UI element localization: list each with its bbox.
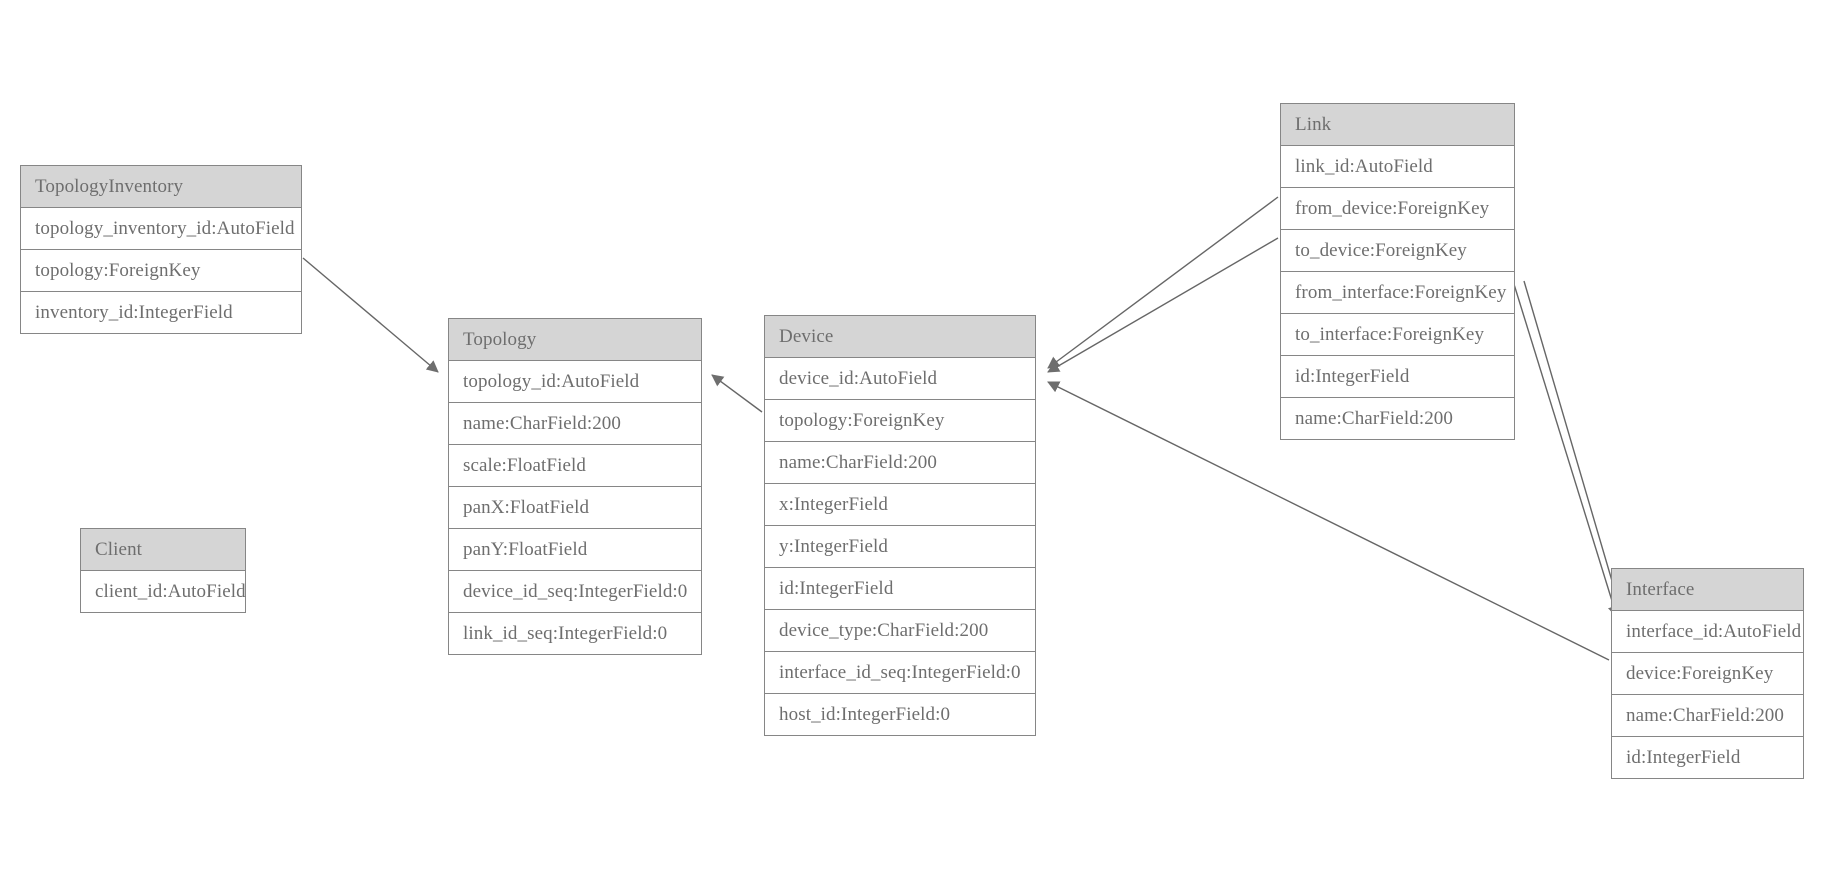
entity-attribute: device_id_seq:IntegerField:0 <box>449 571 701 613</box>
entity-attribute: device_type:CharField:200 <box>765 610 1035 652</box>
entity-attribute: interface_id:AutoField <box>1612 611 1803 653</box>
entity-attribute: device:ForeignKey <box>1612 653 1803 695</box>
edge-topologyinventory-topology <box>302 257 439 373</box>
entity-attribute: name:CharField:200 <box>765 442 1035 484</box>
entity-title-interface: Interface <box>1612 569 1803 611</box>
entity-attribute: x:IntegerField <box>765 484 1035 526</box>
entity-title-topology_inventory: TopologyInventory <box>21 166 301 208</box>
entity-attribute: topology:ForeignKey <box>21 250 301 292</box>
entity-title-link: Link <box>1281 104 1514 146</box>
entity-attribute: from_device:ForeignKey <box>1281 188 1514 230</box>
entity-attribute: scale:FloatField <box>449 445 701 487</box>
edge-device-topology <box>711 374 763 413</box>
entity-attribute: panY:FloatField <box>449 529 701 571</box>
entity-attribute: inventory_id:IntegerField <box>21 292 301 333</box>
entity-attribute: name:CharField:200 <box>1612 695 1803 737</box>
edge-link-to-interface <box>1523 280 1625 616</box>
entity-attribute: id:IntegerField <box>1612 737 1803 778</box>
entity-attribute: y:IntegerField <box>765 526 1035 568</box>
entity-attribute: id:IntegerField <box>1281 356 1514 398</box>
entity-title-client: Client <box>81 529 245 571</box>
entity-attribute: name:CharField:200 <box>449 403 701 445</box>
entity-attribute: topology_inventory_id:AutoField <box>21 208 301 250</box>
entity-attribute: link_id:AutoField <box>1281 146 1514 188</box>
edge-link-from-device <box>1047 196 1279 369</box>
entity-attribute: interface_id_seq:IntegerField:0 <box>765 652 1035 694</box>
entity-attribute: topology:ForeignKey <box>765 400 1035 442</box>
entity-attribute: topology_id:AutoField <box>449 361 701 403</box>
entity-attribute: link_id_seq:IntegerField:0 <box>449 613 701 654</box>
entity-attribute: host_id:IntegerField:0 <box>765 694 1035 735</box>
entity-attribute: from_interface:ForeignKey <box>1281 272 1514 314</box>
edge-link-to-device <box>1047 237 1279 373</box>
edge-link-from-interface <box>1512 280 1620 618</box>
entity-attribute: id:IntegerField <box>765 568 1035 610</box>
entity-attribute: to_device:ForeignKey <box>1281 230 1514 272</box>
entity-attribute: to_interface:ForeignKey <box>1281 314 1514 356</box>
entity-attribute: panX:FloatField <box>449 487 701 529</box>
entity-title-topology: Topology <box>449 319 701 361</box>
entity-title-device: Device <box>765 316 1035 358</box>
entity-attribute: device_id:AutoField <box>765 358 1035 400</box>
entity-attribute: name:CharField:200 <box>1281 398 1514 439</box>
entity-attribute: client_id:AutoField <box>81 571 246 612</box>
